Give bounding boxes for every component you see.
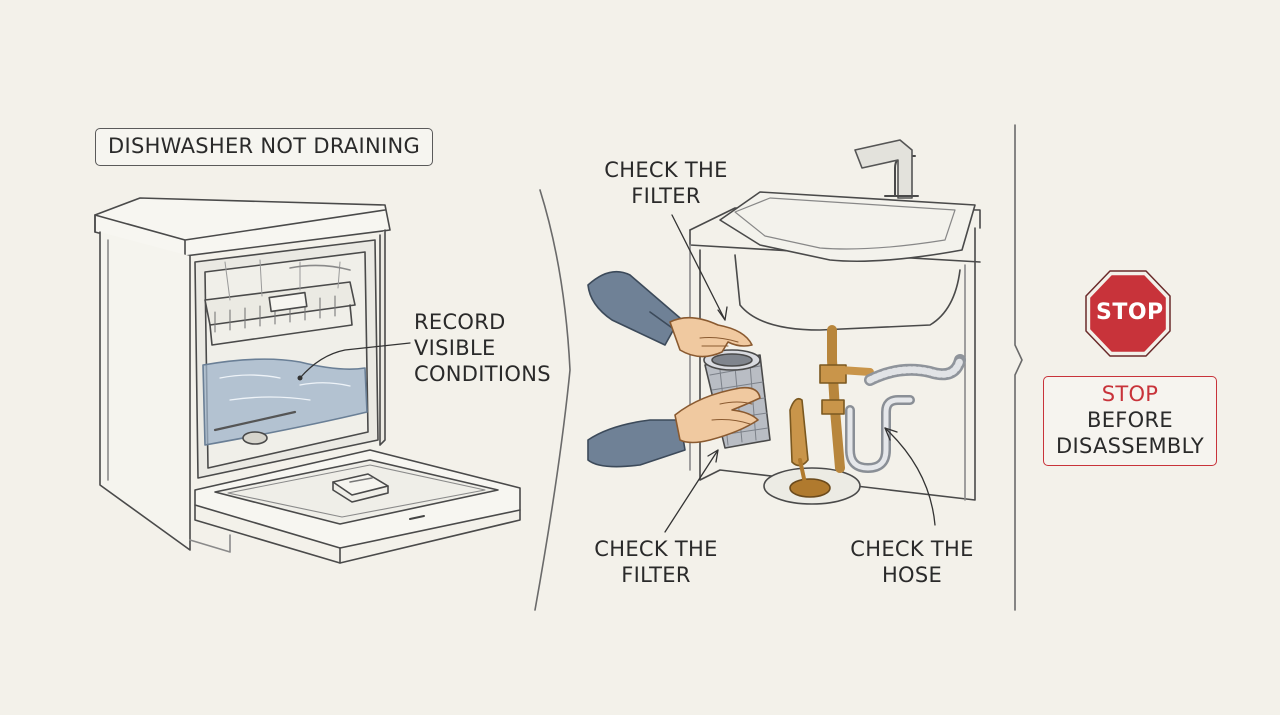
lower-arm	[587, 419, 686, 468]
stop-sign-text: STOP	[1096, 300, 1164, 325]
dishwasher-illustration	[94, 197, 521, 564]
hose-line-2: HOSE	[881, 563, 943, 587]
title-box: DISHWASHER NOT DRAINING	[95, 128, 434, 166]
filter-top-label: CHECK THE FILTER	[598, 157, 734, 209]
sink-basin	[719, 191, 976, 263]
warning-box: STOP BEFORE DISASSEMBLY	[1043, 376, 1217, 466]
divider-left	[534, 189, 571, 611]
filter-bottom-leader	[664, 449, 719, 533]
filter-top-line-2: FILTER	[631, 184, 701, 208]
sink-illustration	[587, 139, 981, 533]
p-trap	[845, 395, 915, 473]
warning-before: BEFORE	[1087, 408, 1173, 432]
stop-sign-icon	[1085, 270, 1171, 357]
filter-top-leader	[671, 214, 726, 321]
record-label-line-3: CONDITIONS	[414, 362, 551, 386]
hose-line-1: CHECK THE	[850, 537, 974, 561]
upper-arm	[587, 270, 681, 346]
record-leader	[299, 342, 411, 379]
record-label-line-1: RECORD	[414, 310, 506, 334]
hose-leader	[884, 427, 936, 526]
record-label: RECORD VISIBLE CONDITIONS	[414, 309, 551, 387]
filter-bottom-line-1: CHECK THE	[594, 537, 718, 561]
lower-hand	[674, 386, 761, 444]
filter-top-line-1: CHECK THE	[604, 158, 728, 182]
hose-label: CHECK THE HOSE	[844, 536, 980, 588]
record-label-line-2: VISIBLE	[414, 336, 496, 360]
divider-right	[1014, 124, 1023, 611]
warning-line-2: DISASSEMBLY	[1056, 434, 1204, 458]
filter-bottom-line-2: FILTER	[621, 563, 691, 587]
warning-stop-word: STOP	[1101, 382, 1159, 406]
warning-line-1: STOP BEFORE	[1056, 381, 1204, 433]
filter-bottom-label: CHECK THE FILTER	[588, 536, 724, 588]
